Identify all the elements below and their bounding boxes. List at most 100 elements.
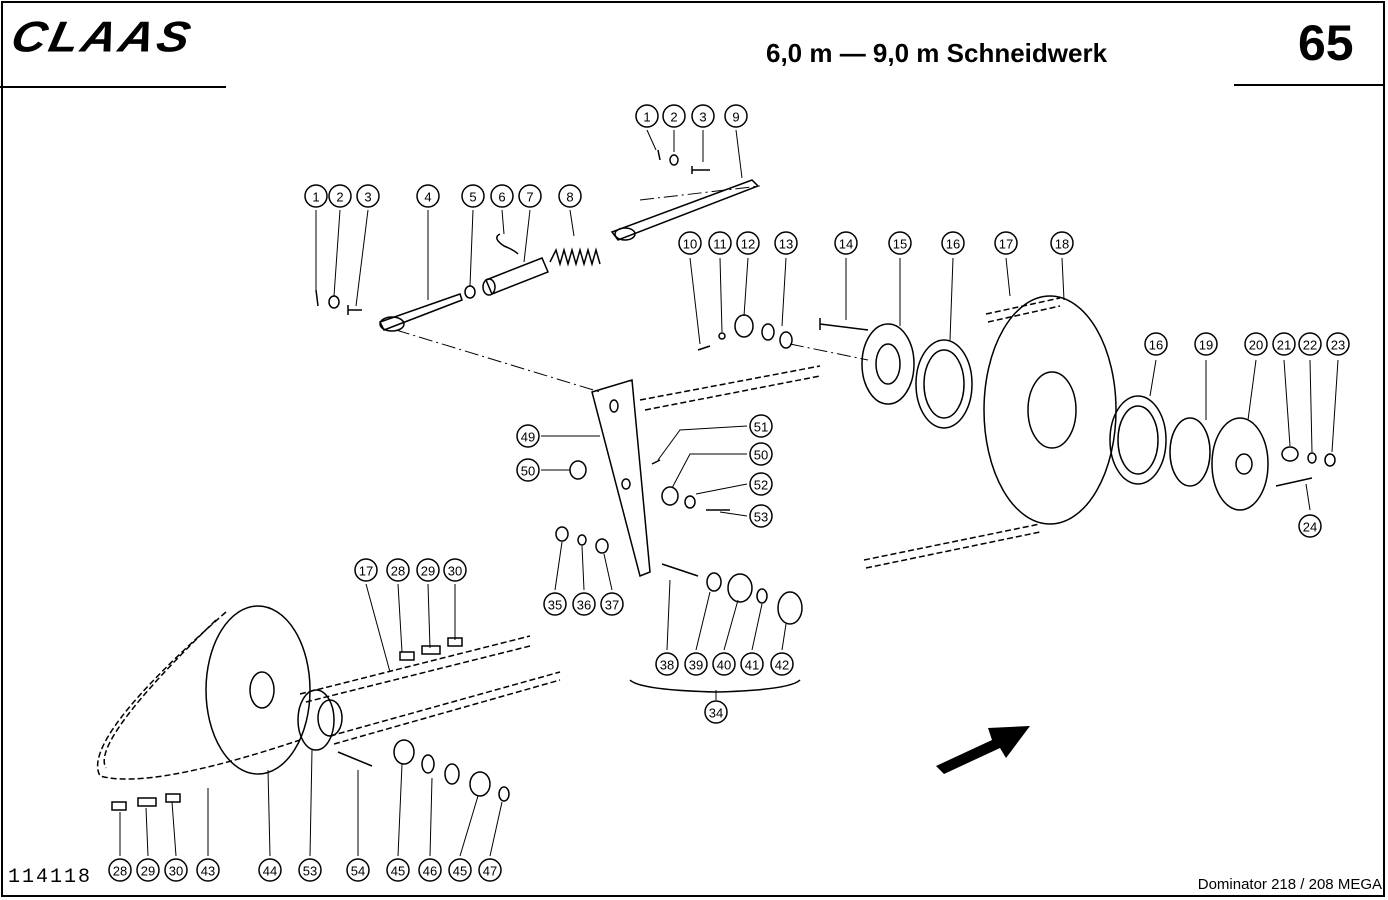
callout-circle (1050, 231, 1074, 255)
callout-label: 3 (699, 110, 706, 125)
callout-label: 37 (605, 598, 619, 613)
callout-label: 28 (113, 864, 127, 879)
callout-label: 45 (391, 864, 405, 879)
callout-5: 5 (461, 184, 485, 208)
callout-15: 15 (888, 231, 912, 255)
callout-circle (490, 184, 514, 208)
callout-16: 16 (941, 231, 965, 255)
ring-41 (756, 588, 768, 604)
callout-circle (386, 858, 410, 882)
washer-13b (779, 331, 793, 349)
bolt-3-upper (691, 166, 710, 174)
nut-23 (1324, 453, 1336, 467)
callout-label: 34 (709, 706, 723, 721)
callout-circle (708, 231, 732, 255)
bolt-3-lower (347, 305, 362, 315)
callout-34: 34 (704, 700, 728, 724)
callout-circle (164, 858, 188, 882)
bushing-50-right (661, 486, 679, 506)
callout-43: 43 (196, 858, 220, 882)
ring-46b (444, 763, 460, 785)
header-rule-right (1234, 84, 1384, 86)
callout-label: 8 (566, 190, 573, 205)
callout-circle (684, 652, 708, 676)
callout-label: 13 (779, 237, 793, 252)
washer-13a (761, 323, 775, 341)
bearing-40 (727, 573, 753, 603)
callout-36: 36 (572, 592, 596, 616)
callout-label: 54 (351, 864, 365, 879)
callout-label: 40 (717, 658, 731, 673)
chain-43 (96, 611, 301, 780)
callout-50: 50 (749, 442, 773, 466)
callout-label: 46 (423, 864, 437, 879)
callout-label: 14 (839, 237, 853, 252)
callout-circle (635, 104, 659, 128)
callout-circle (724, 104, 748, 128)
callout-circle (518, 184, 542, 208)
callout-label: 42 (775, 658, 789, 673)
link-30-lower (165, 793, 181, 803)
callout-54: 54 (346, 858, 370, 882)
callout-label: 45 (453, 864, 467, 879)
nut-35 (555, 526, 569, 542)
part-11 (718, 332, 726, 340)
callout-circle (304, 184, 328, 208)
callout-circle (558, 184, 582, 208)
callout-6: 6 (490, 184, 514, 208)
callout-circle (749, 504, 773, 528)
washer-37 (595, 538, 609, 554)
drawing-number: 114118 (8, 866, 93, 889)
callout-circle (516, 458, 540, 482)
callout-circle (1194, 332, 1218, 356)
direction-arrow (936, 726, 1030, 774)
callout-circle (416, 184, 440, 208)
bushing-50-left (569, 460, 587, 480)
callout-45: 45 (386, 858, 410, 882)
clip-6 (496, 233, 519, 255)
callout-label: 11 (713, 237, 727, 252)
callout-label: 36 (577, 598, 591, 613)
bearing-45a (393, 739, 415, 765)
washer-52 (684, 495, 696, 509)
callout-label: 7 (526, 190, 533, 205)
bolt-54 (337, 751, 373, 767)
callout-label: 35 (548, 598, 562, 613)
callout-label: 2 (670, 110, 677, 125)
callout-4: 4 (416, 184, 440, 208)
callout-label: 53 (754, 510, 768, 525)
callout-circle (543, 592, 567, 616)
callout-label: 19 (1199, 338, 1213, 353)
callout-label: 5 (469, 190, 476, 205)
callout-18: 18 (1050, 231, 1074, 255)
callout-circle (448, 858, 472, 882)
callout-circle (740, 652, 764, 676)
callout-51: 51 (749, 414, 773, 438)
callout-circle (662, 104, 686, 128)
callout-label: 21 (1277, 338, 1291, 353)
callout-label: 50 (754, 448, 768, 463)
washer-2-upper (669, 154, 679, 166)
callout-label: 29 (141, 864, 155, 879)
callout-16: 16 (1144, 332, 1168, 356)
callout-42: 42 (770, 652, 794, 676)
callout-label: 39 (689, 658, 703, 673)
pin-10 (697, 345, 711, 351)
callout-circle (1144, 332, 1168, 356)
callout-circle (749, 414, 773, 438)
bearing-12 (734, 314, 754, 338)
callout-label: 38 (660, 658, 674, 673)
callout-label: 1 (312, 190, 319, 205)
callout-circle (136, 858, 160, 882)
callout-label: 17 (999, 237, 1013, 252)
hub-15 (861, 323, 915, 405)
callout-50: 50 (516, 458, 540, 482)
callout-label: 50 (521, 464, 535, 479)
callout-circle (328, 184, 352, 208)
callout-46: 46 (418, 858, 442, 882)
callout-label: 20 (1249, 338, 1263, 353)
callout-label: 4 (424, 190, 431, 205)
callout-label: 52 (754, 478, 768, 493)
